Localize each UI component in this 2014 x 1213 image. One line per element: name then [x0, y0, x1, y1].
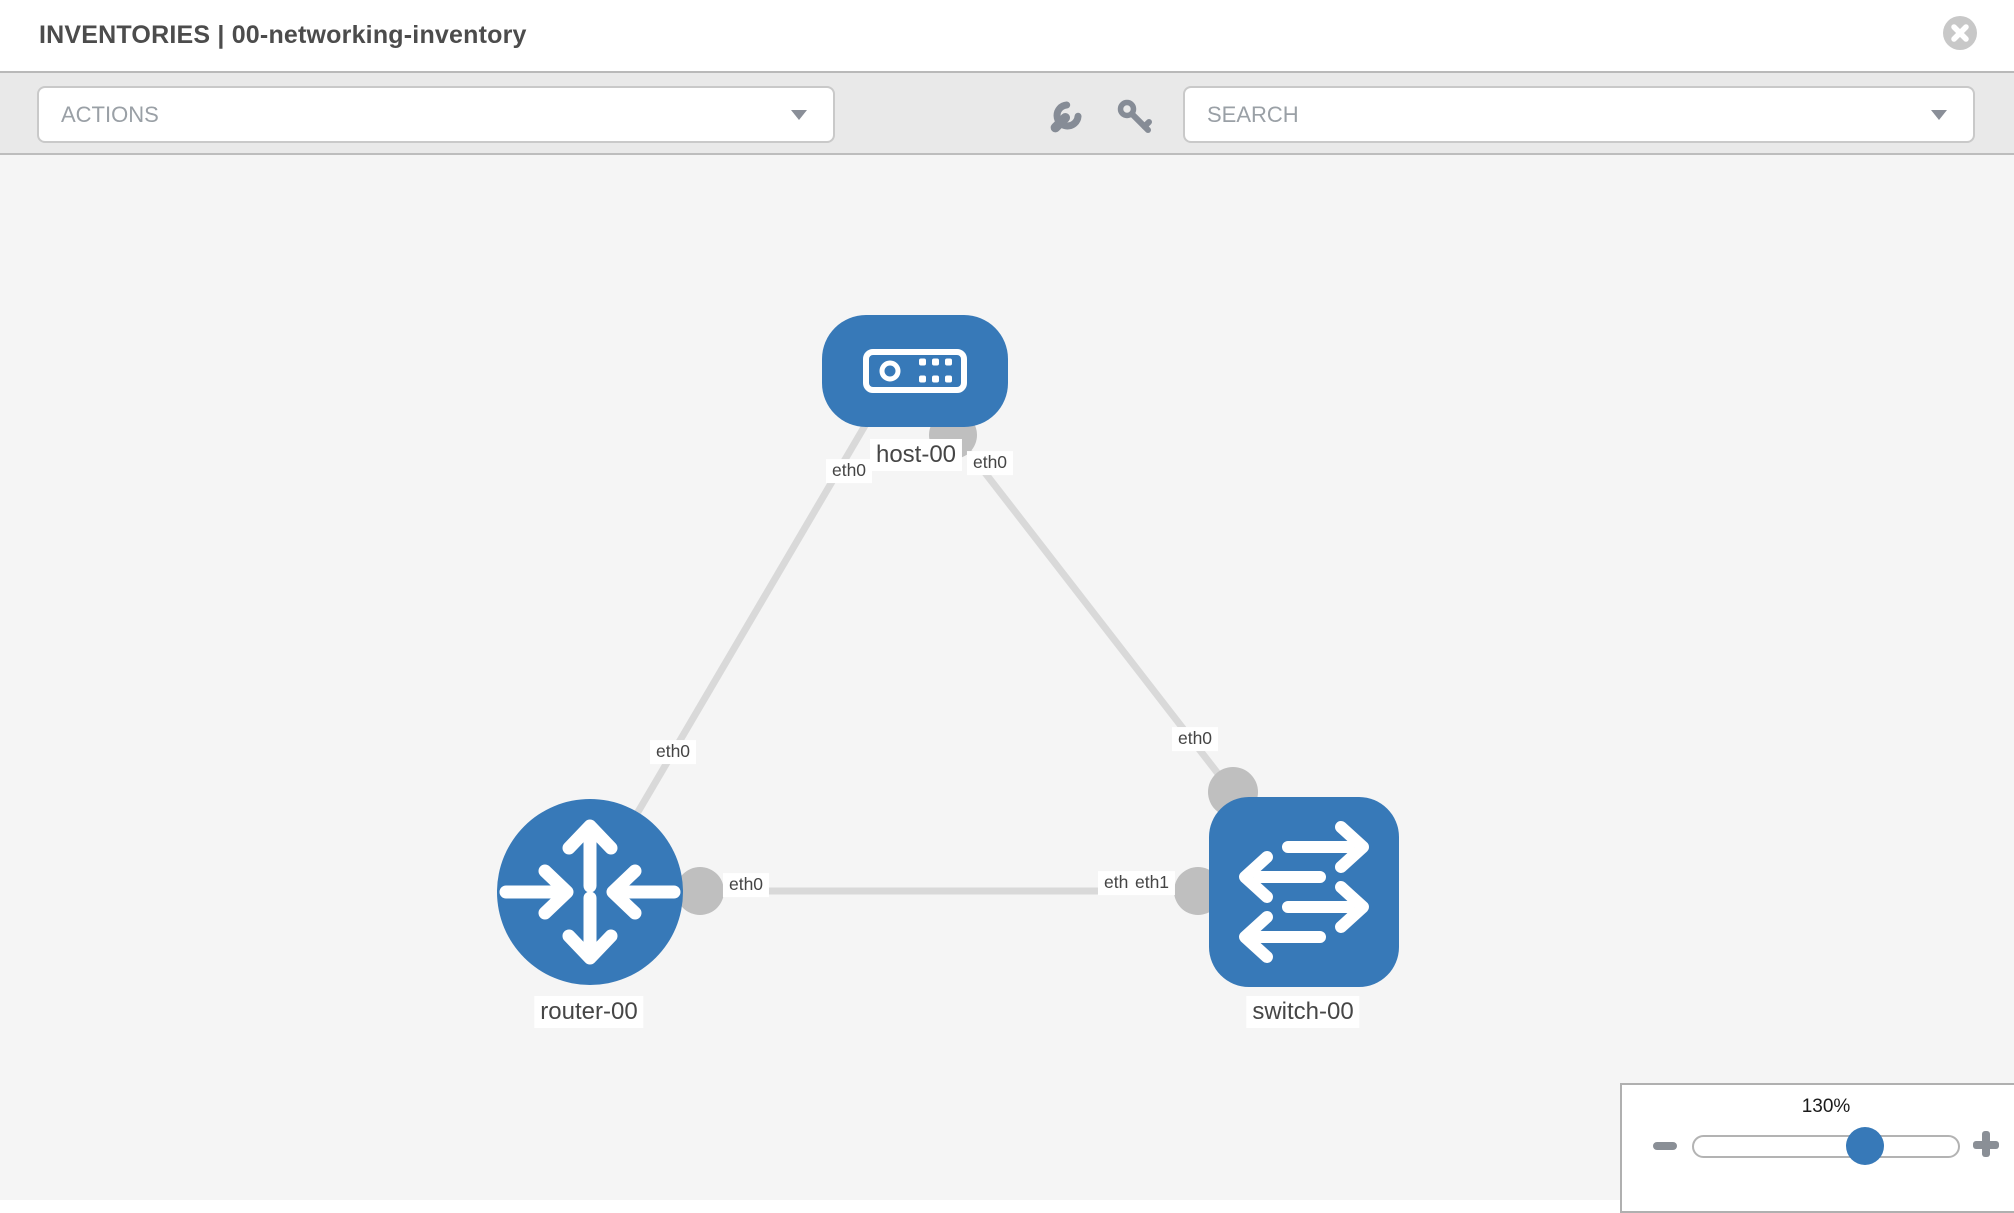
interface-label: eth1 — [1128, 871, 1176, 895]
chevron-down-icon — [791, 109, 807, 120]
node-router-00[interactable] — [497, 799, 683, 985]
toolbar: ACTIONS SEARCH — [0, 71, 2014, 155]
topology-canvas[interactable]: eth0 eth0 eth0 eth0 eth0 eth0 eth1 host-… — [0, 155, 2014, 1200]
interface-label: eth0 — [966, 451, 1014, 475]
wrench-icon[interactable] — [1044, 95, 1088, 139]
switch-arrows-icon — [1239, 821, 1369, 963]
endpoint-router-eth0 — [676, 867, 724, 915]
search-dropdown-label: SEARCH — [1207, 101, 1299, 127]
zoom-level-value: 130% — [1801, 1096, 1851, 1117]
minus-icon[interactable] — [1653, 1142, 1677, 1150]
interface-label: eth0 — [649, 740, 697, 764]
actions-dropdown-label: ACTIONS — [61, 101, 159, 127]
search-dropdown[interactable]: SEARCH — [1183, 86, 1975, 143]
node-label-router: router-00 — [534, 996, 644, 1028]
node-label-switch: switch-00 — [1246, 996, 1360, 1028]
close-button[interactable] — [1943, 16, 1977, 50]
plus-icon[interactable] — [1973, 1131, 1999, 1157]
node-label-host: host-00 — [869, 439, 963, 471]
host-device-icon — [863, 349, 967, 393]
zoom-slider-track[interactable] — [1692, 1135, 1960, 1158]
interface-label: eth0 — [1171, 727, 1219, 751]
zoom-slider-knob[interactable] — [1846, 1127, 1884, 1165]
interface-label: eth0 — [825, 459, 873, 483]
breadcrumb-header: INVENTORIES | 00-networking-inventory — [0, 0, 2014, 71]
topology-graph — [497, 315, 1399, 987]
node-host-00[interactable] — [822, 315, 1008, 427]
interface-label: eth0 — [722, 873, 770, 897]
chevron-down-icon — [1931, 109, 1947, 120]
router-arrows-icon — [499, 819, 681, 965]
zoom-control-panel: 130% — [1620, 1083, 2014, 1213]
key-icon[interactable] — [1113, 95, 1157, 139]
close-icon — [1951, 24, 1969, 42]
node-switch-00[interactable] — [1209, 797, 1399, 987]
actions-dropdown[interactable]: ACTIONS — [37, 86, 835, 143]
page-title: INVENTORIES | 00-networking-inventory — [39, 21, 527, 49]
